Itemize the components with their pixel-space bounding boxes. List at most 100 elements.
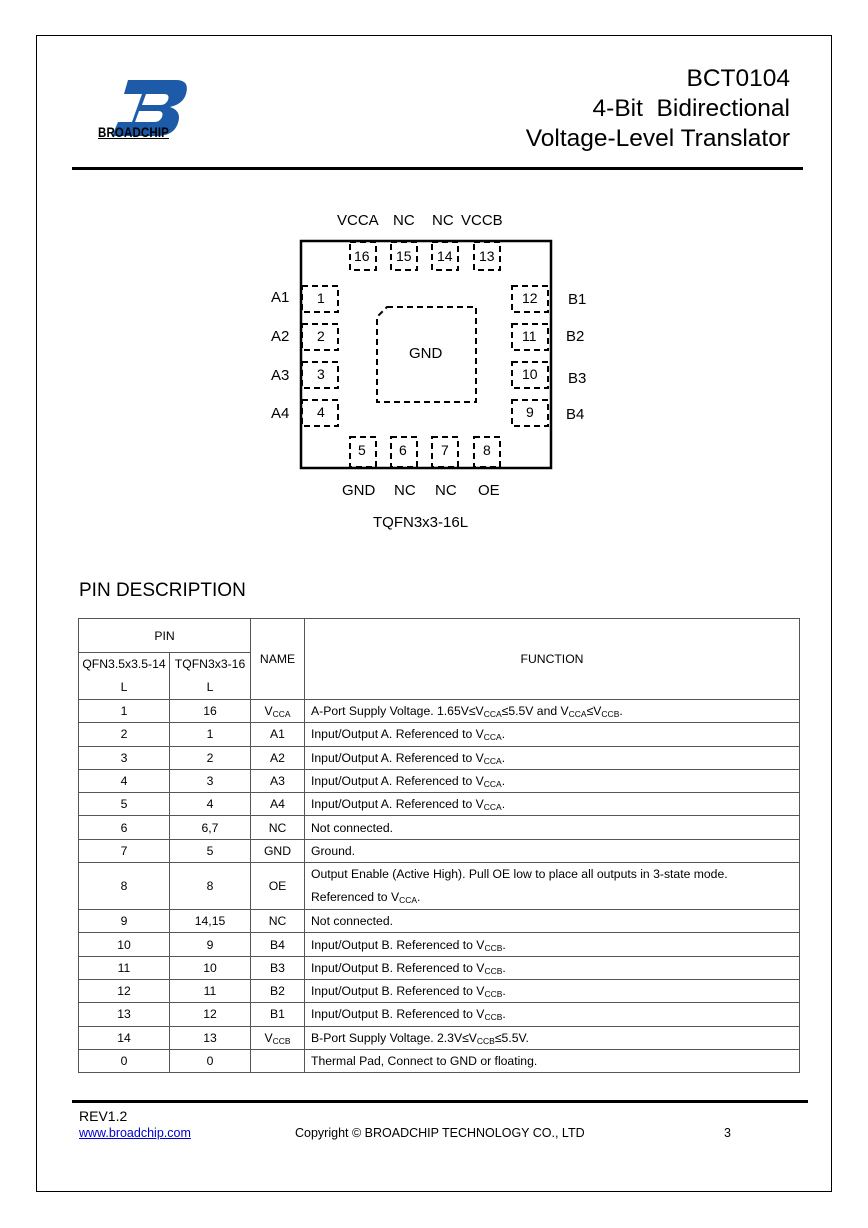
website-link[interactable]: www.broadchip.com: [79, 1126, 191, 1140]
cell-qfn-pin: 12: [78, 978, 170, 1004]
cell-tqfn-pin: 4: [169, 792, 251, 817]
pin-number-12: 12: [522, 290, 538, 306]
footer-rule: [72, 1100, 808, 1103]
pin-name-subscript: CCA: [272, 709, 291, 720]
function-subscript: CCA: [399, 895, 418, 906]
pin-name-text: NC: [268, 914, 287, 929]
function-subscript: CCB: [484, 942, 503, 953]
pin-name-text: B1: [270, 1007, 285, 1022]
pin-number-4: 4: [317, 404, 325, 420]
cell-qfn-pin: 11: [78, 955, 170, 980]
pad-4: [301, 399, 339, 427]
function-text: .: [501, 774, 506, 789]
pin-number-7: 7: [441, 442, 449, 458]
package-name: TQFN3x3-16L: [373, 514, 469, 531]
right-label-b2: B2: [566, 328, 585, 345]
header-qfn-line2: L: [120, 680, 128, 694]
cell-tqfn-pin: 8: [169, 862, 251, 911]
cell-pin-name: VCCB: [250, 1025, 305, 1050]
function-subscript: CCB: [484, 1012, 503, 1023]
title-line-3: Voltage-Level Translator: [525, 125, 790, 152]
cell-pin-name: OE: [250, 862, 305, 911]
pin-number-16: 16: [354, 248, 370, 264]
pin-name-text: B4: [270, 937, 285, 952]
cell-tqfn-pin: 12: [169, 1002, 251, 1027]
function-text: Input/Output A. Referenced to V: [311, 750, 484, 765]
cell-function: Input/Output A. Referenced to VCCA.: [304, 722, 800, 747]
left-label-a1: A1: [271, 289, 290, 306]
function-subscript: CCA: [568, 709, 587, 720]
package-diagram: VCCA NC NC VCCB 16 15 14 13 A1 A2 A3 A4 …: [0, 0, 868, 560]
function-text: ≤5.5V and V: [501, 704, 569, 719]
function-text: Input/Output B. Referenced to V: [311, 1007, 485, 1022]
function-text: Thermal Pad, Connect to GND or floating.: [311, 1054, 538, 1068]
function-text: .: [501, 797, 506, 812]
package-outline: [299, 239, 553, 470]
top-label-nc-14: NC: [432, 212, 454, 229]
document-title: BCT0104 4-Bit Bidirectional Voltage-Leve…: [526, 64, 790, 154]
function-text: Not connected.: [311, 914, 393, 929]
function-subscript: CCB: [484, 965, 503, 976]
pin-number-2: 2: [317, 328, 325, 344]
cell-function: A-Port Supply Voltage. 1.65V≤VCCA≤5.5V a…: [304, 698, 800, 724]
cell-pin-name: GND: [250, 838, 305, 864]
cell-qfn-pin: 3: [78, 745, 170, 770]
pin-number-6: 6: [399, 442, 407, 458]
bottom-label-nc-7: NC: [435, 482, 457, 499]
pin-number-11: 11: [522, 328, 537, 344]
right-label-b4: B4: [566, 406, 585, 423]
pin-name-text: A3: [270, 774, 285, 789]
function-text: Input/Output A. Referenced to V: [311, 774, 484, 789]
header-tqfn-line2: L: [206, 680, 214, 694]
cell-function: Input/Output B. Referenced to VCCB.: [304, 978, 800, 1004]
top-label-vcca: VCCA: [337, 212, 379, 229]
pad-11: [511, 323, 549, 351]
bottom-label-nc-6: NC: [394, 482, 416, 499]
function-text: Referenced to V: [311, 890, 400, 905]
table-header-row-1: PIN NAME FUNCTION: [78, 618, 800, 700]
copyright: Copyright © BROADCHIP TECHNOLOGY CO., LT…: [295, 1126, 585, 1140]
cell-qfn-pin: 4: [78, 768, 170, 794]
pad-2: [301, 323, 339, 351]
function-text: .: [619, 704, 623, 719]
pad-10: [511, 361, 549, 389]
pad-13: [473, 241, 501, 271]
cell-tqfn-pin: 3: [169, 768, 251, 794]
cell-tqfn-pin: 14,15: [169, 909, 251, 934]
pin-number-3: 3: [317, 366, 325, 382]
pin-number-13: 13: [479, 248, 495, 264]
cell-function: Not connected.: [304, 815, 800, 840]
pad-15: [390, 241, 418, 271]
cell-qfn-pin: 9: [78, 909, 170, 934]
function-text: .: [501, 750, 506, 765]
pin-number-1: 1: [317, 290, 325, 306]
cell-pin-name: B3: [250, 955, 305, 980]
cell-tqfn-pin: 10: [169, 955, 251, 980]
cell-pin-name: B2: [250, 978, 305, 1004]
pin-number-5: 5: [358, 442, 366, 458]
cell-function: Input/Output B. Referenced to VCCB.: [304, 955, 800, 980]
function-subscript: CCA: [483, 755, 502, 766]
cell-qfn-pin: 2: [78, 722, 170, 747]
function-text: Ground.: [311, 843, 356, 858]
right-label-b1: B1: [568, 291, 587, 308]
cell-qfn-pin: 14: [78, 1025, 170, 1050]
cell-tqfn-pin: 9: [169, 932, 251, 957]
pin-name-text: OE: [268, 879, 287, 894]
cell-function: Input/Output A. Referenced to VCCA.: [304, 768, 800, 794]
pad-1: [301, 285, 339, 313]
function-text: .: [502, 937, 506, 952]
function-subscript: CCB: [484, 989, 503, 1000]
cell-tqfn-pin: 16: [169, 698, 251, 724]
left-label-a3: A3: [271, 367, 290, 384]
pin-name-text: B3: [270, 960, 285, 975]
function-text: Not connected.: [311, 820, 393, 835]
cell-qfn-pin: 0: [78, 1048, 170, 1074]
function-text: Input/Output B. Referenced to V: [311, 984, 485, 999]
pin-number-9: 9: [526, 404, 534, 420]
